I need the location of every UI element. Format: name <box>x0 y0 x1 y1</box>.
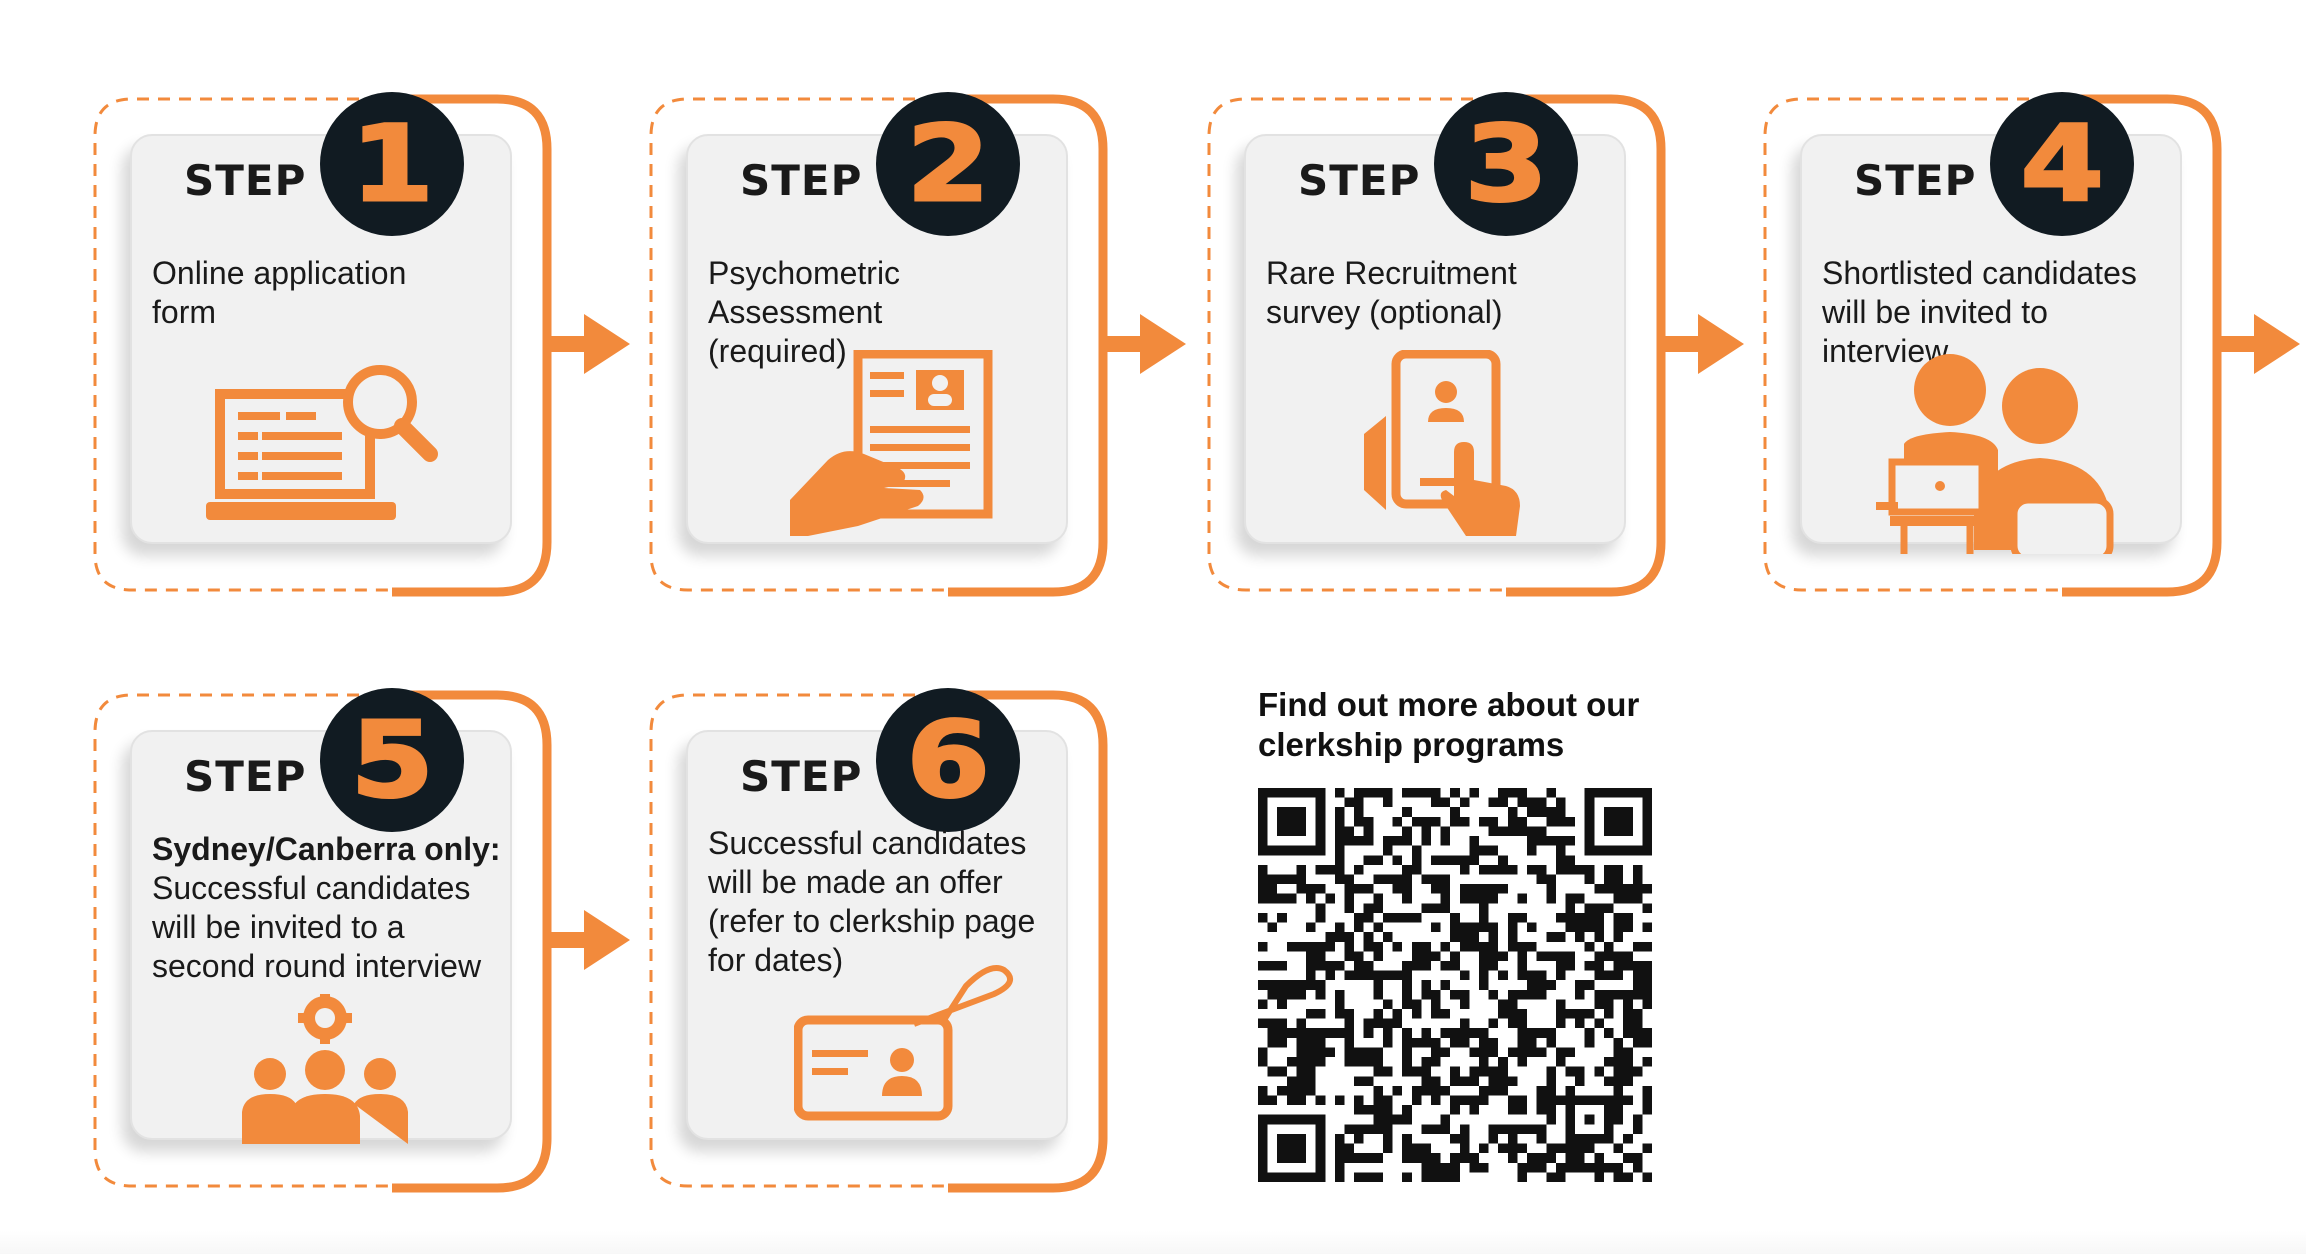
step-number-badge: 4 <box>1990 92 2134 236</box>
interview-people-icon <box>1876 354 2114 554</box>
desc-line: Psychometric <box>708 255 901 291</box>
step-number-badge: 6 <box>876 688 1020 832</box>
step-frame <box>649 690 1108 1193</box>
step-label: STEP <box>1298 156 1421 205</box>
step-frame <box>93 690 552 1193</box>
desc-line-bold: Sydney/Canberra only: <box>152 831 501 867</box>
step-4: STEP 4 Shortlisted candidates will be in… <box>1762 92 2300 597</box>
desc-line: Assessment <box>708 294 883 330</box>
desc-line: (required) <box>708 333 847 369</box>
desc-line: will be made an offer <box>708 864 1003 900</box>
arrow-right-icon <box>548 314 630 374</box>
step-description: Psychometric Assessment (required) <box>708 254 1058 371</box>
step-number-badge: 3 <box>1434 92 1578 236</box>
document-hand-icon <box>790 350 993 536</box>
page-footer-shade <box>0 1230 2306 1254</box>
laptop-search-icon <box>206 365 438 520</box>
desc-line: form <box>152 294 216 330</box>
step-6: STEP 6 Successful candidates will be mad… <box>648 688 1108 1193</box>
step-description: Successful candidates will be made an of… <box>708 824 1058 980</box>
step-2: STEP 2 Psychometric Assessment (required… <box>648 92 1186 597</box>
arrow-right-icon <box>2218 314 2300 374</box>
desc-line: for dates) <box>708 942 844 978</box>
step-3: STEP 3 Rare Recruitment survey (optional… <box>1206 92 1744 597</box>
id-badge-icon <box>794 965 1014 1121</box>
tablet-touch-icon <box>1364 350 1520 536</box>
step-number-badge: 1 <box>320 92 464 236</box>
step-label: STEP <box>184 752 307 801</box>
desc-line: Online application <box>152 255 407 291</box>
step-description: Online application form <box>152 254 502 332</box>
arrow-right-icon <box>548 910 630 970</box>
step-frame <box>649 94 1108 597</box>
step-number: 3 <box>1463 103 1550 225</box>
desc-line: (refer to clerkship page <box>708 903 1036 939</box>
qr-title-line: clerkship programs <box>1258 726 1565 763</box>
step-number-badge: 2 <box>876 92 1020 236</box>
desc-line: second round interview <box>152 948 482 984</box>
qr-code-icon[interactable] <box>1258 788 1652 1182</box>
desc-line: will be invited to a <box>152 909 405 945</box>
step-label: STEP <box>740 156 863 205</box>
step-number-badge: 5 <box>320 688 464 832</box>
desc-line: Successful candidates <box>152 870 471 906</box>
desc-line: will be invited to <box>1822 294 2048 330</box>
step-1: STEP 1 Online application form <box>92 92 630 597</box>
qr-title: Find out more about our clerkship progra… <box>1258 685 1678 765</box>
step-number: 1 <box>349 103 436 225</box>
arrow-right-icon <box>1104 314 1186 374</box>
step-number: 4 <box>2019 103 2106 225</box>
desc-line: Shortlisted candidates <box>1822 255 2137 291</box>
desc-line: survey (optional) <box>1266 294 1503 330</box>
desc-line: Rare Recruitment <box>1266 255 1517 291</box>
qr-title-line: Find out more about our <box>1258 686 1640 723</box>
arrow-right-icon <box>1662 314 1744 374</box>
step-frame <box>93 94 552 597</box>
step-description: Sydney/Canberra only: Successful candida… <box>152 830 502 986</box>
step-frame <box>1207 94 1666 597</box>
team-gear-icon <box>242 994 408 1144</box>
desc-line: Successful candidates <box>708 825 1027 861</box>
step-label: STEP <box>740 752 863 801</box>
step-label: STEP <box>1854 156 1977 205</box>
step-number: 6 <box>905 699 992 821</box>
step-frame <box>1763 94 2222 597</box>
step-number: 2 <box>905 103 992 225</box>
step-label: STEP <box>184 156 307 205</box>
step-number: 5 <box>349 699 436 821</box>
step-description: Rare Recruitment survey (optional) <box>1266 254 1616 332</box>
step-5: STEP 5 Sydney/Canberra only: Successful … <box>92 688 630 1193</box>
